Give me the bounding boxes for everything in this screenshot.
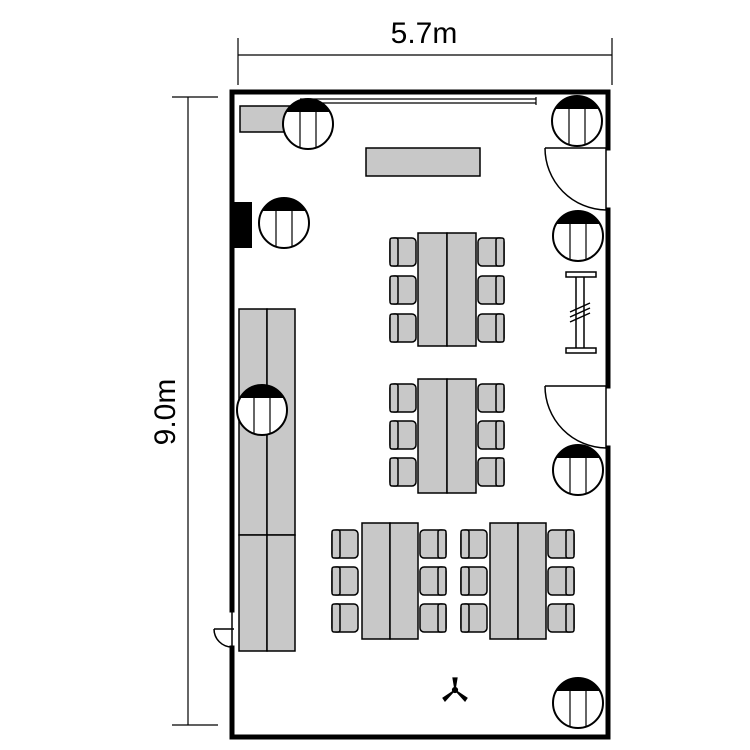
small-door-icon xyxy=(213,610,234,648)
table-group xyxy=(331,522,447,640)
door-swing-icon xyxy=(544,385,607,449)
table-group xyxy=(389,378,505,494)
column-icon xyxy=(552,444,604,496)
coat-rack-icon xyxy=(565,271,597,354)
column-icon xyxy=(282,98,334,150)
height-label: 9.0m xyxy=(149,379,182,446)
long-counter xyxy=(238,308,296,652)
room-walls xyxy=(229,89,611,740)
door-swing-icon xyxy=(544,147,607,211)
column-icon xyxy=(258,197,310,249)
height-dimension: 9.0m xyxy=(149,96,218,726)
whiteboard xyxy=(365,147,481,177)
column-icon xyxy=(552,210,604,262)
left-wall-panel xyxy=(232,202,252,248)
table-group xyxy=(389,232,505,347)
column-icon xyxy=(236,384,288,436)
window-strip xyxy=(300,97,537,105)
column-icon xyxy=(552,677,604,729)
column-icon xyxy=(551,95,603,147)
ceiling-fan-icon xyxy=(442,677,468,702)
table-group xyxy=(460,522,575,640)
width-label: 5.7m xyxy=(391,17,458,50)
width-dimension: 5.7m xyxy=(237,17,613,85)
